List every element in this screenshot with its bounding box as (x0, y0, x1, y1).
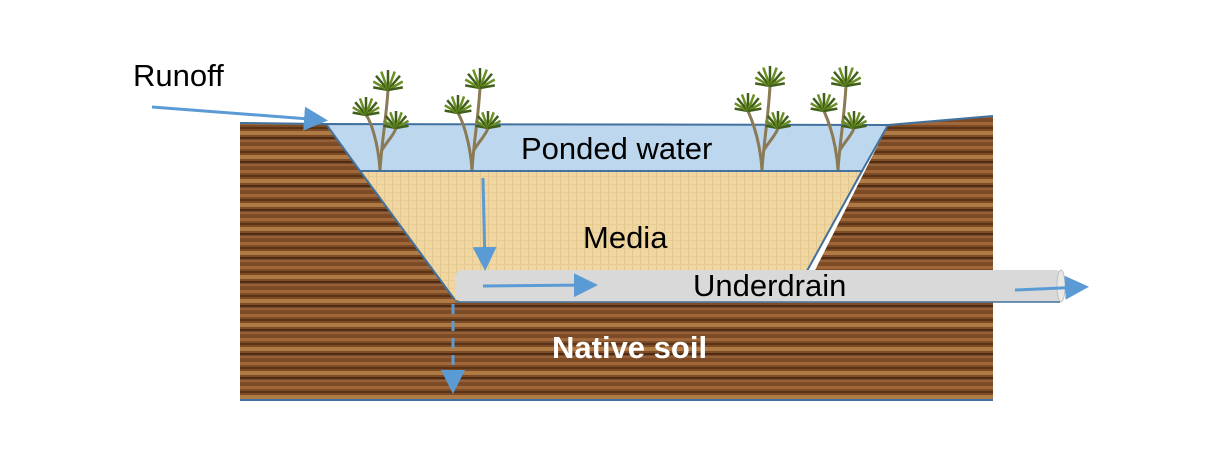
infiltration-arrow (472, 177, 497, 271)
runoff-arrow (151, 105, 328, 131)
native-soil-area (240, 116, 993, 400)
outflow-arrow (1014, 275, 1089, 300)
native-soil-label: Native soil (552, 330, 708, 365)
plants (352, 66, 868, 171)
plant-icon (734, 66, 792, 171)
ponded-water-label: Ponded water (521, 131, 713, 166)
plant-icon (444, 68, 502, 171)
underdrain-label: Underdrain (693, 268, 847, 303)
pipe-flow-arrow (482, 273, 598, 298)
runoff-label: Runoff (133, 58, 224, 93)
underdrain-pipe (455, 270, 1063, 302)
plant-icon (352, 70, 410, 171)
media-label: Media (583, 220, 668, 255)
plant-icon (810, 66, 868, 171)
